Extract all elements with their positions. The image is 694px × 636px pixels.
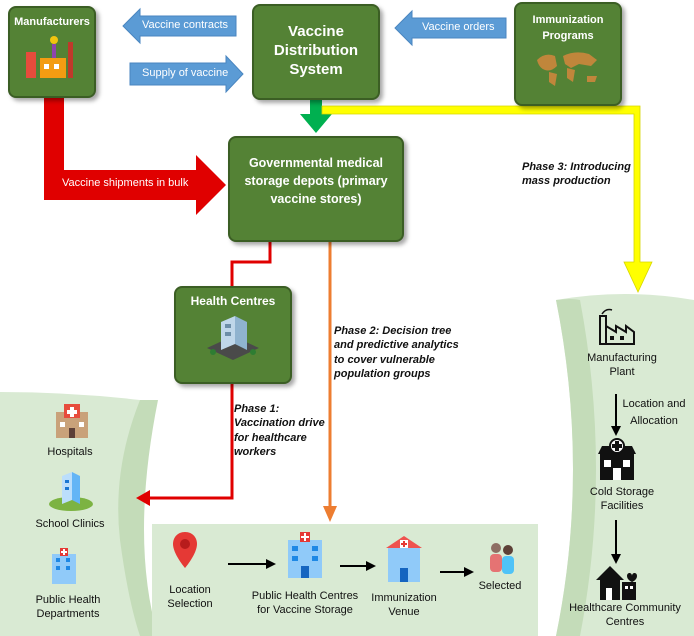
immunization-line-1: Immunization <box>532 14 604 26</box>
public-health-line-2: Departments <box>36 607 100 620</box>
cold-storage-icon <box>598 438 636 480</box>
health-centre-building-icon <box>288 532 322 578</box>
depots-line-2: storage depots (primary <box>244 174 388 188</box>
community-centre-icon <box>596 566 637 600</box>
phase2-arrowhead <box>323 506 337 522</box>
manufacturing-plant-label: Manufacturing Plant <box>566 352 678 380</box>
storage-depots-box: Governmental medical storage depots (pri… <box>228 136 404 242</box>
phc-line-2: for Vaccine Storage <box>257 603 353 616</box>
phase1-line-1: Phase 1: <box>234 403 280 415</box>
phase1-arrowhead <box>136 490 150 506</box>
immunization-line-2: Programs <box>542 30 594 42</box>
location-pin-icon <box>173 532 197 568</box>
left-panel-curl <box>118 400 158 636</box>
school-clinics-label: School Clinics <box>35 518 105 530</box>
vds-line-1: Vaccine <box>288 23 344 40</box>
immunization-venue-icon <box>386 536 422 582</box>
phase1-label: Phase 1: Vaccination drive for healthcar… <box>234 402 325 459</box>
phase2-line-2: and predictive analytics <box>334 339 459 352</box>
health-centres-box: Health Centres <box>174 286 292 384</box>
right-panel-curl <box>556 299 596 636</box>
immunization-venue-label: Immunization Venue <box>366 592 442 620</box>
depots-to-health-centres-line <box>230 240 272 286</box>
cold-storage-label: Cold Storage Facilities <box>566 486 678 514</box>
left-panel <box>0 392 140 636</box>
supply-of-vaccine-label: Supply of vaccine <box>142 67 229 79</box>
public-health-building-icon <box>52 548 76 584</box>
vds-line-2: Distribution <box>273 42 359 59</box>
supply-of-vaccine-arrow <box>129 54 244 94</box>
flow-arrow-2-head <box>366 561 376 571</box>
community-centres-label: Healthcare Community Centres <box>560 602 690 630</box>
phase1-line <box>148 382 234 500</box>
building-icon <box>207 316 259 360</box>
depots-line-1: Governmental medical <box>248 156 384 170</box>
community-line-2: Centres <box>605 615 645 628</box>
public-health-centres-label: Public Health Centres for Vaccine Storag… <box>246 590 364 618</box>
vds-to-depots-arrow <box>300 98 332 133</box>
vaccine-distribution-system-box: Vaccine Distribution System <box>252 4 380 100</box>
plant-line-2: Plant <box>609 365 635 378</box>
people-icon <box>490 543 514 574</box>
clinic-icon <box>49 472 93 511</box>
phase1-line-2: Vaccination drive <box>234 417 325 430</box>
venue-line-1: Immunization <box>371 592 437 604</box>
phase2-label: Phase 2: Decision tree and predictive an… <box>334 324 459 381</box>
shipments-label: Vaccine shipments in bulk <box>62 177 189 189</box>
shipments-arrow <box>44 96 226 215</box>
venue-line-2: Venue <box>388 605 420 618</box>
vaccine-orders-arrow <box>394 9 507 47</box>
loc-alloc-line-2: Allocation <box>630 414 678 427</box>
health-centres-title: Health Centres <box>190 294 276 308</box>
phase3-line-1: Phase 3: Introducing <box>522 161 631 173</box>
phase3-arrow <box>321 105 653 293</box>
manufacturing-plant-icon <box>599 308 635 345</box>
location-selection-label: Location Selection <box>158 584 222 612</box>
world-map-icon <box>537 52 597 86</box>
flow-arrow-1-head <box>266 559 276 569</box>
public-health-line-1: Public Health <box>35 594 101 606</box>
location-line-1: Location <box>169 584 211 596</box>
public-health-label: Public Health Departments <box>18 594 118 622</box>
plant-line-1: Manufacturing <box>587 352 657 364</box>
phase3-label: Phase 3: Introducing mass production <box>522 160 631 189</box>
manufacturers-box: Manufacturers <box>8 6 96 98</box>
cold-line-2: Facilities <box>600 499 644 512</box>
phase3-line-2: mass production <box>522 175 611 188</box>
phase2-line-3: to cover vulnerable <box>334 353 435 366</box>
phase1-line-4: workers <box>234 445 277 458</box>
selected-label: Selected <box>478 580 522 592</box>
cold-line-1: Cold Storage <box>589 486 655 498</box>
manufacturers-title: Manufacturers <box>14 16 90 28</box>
location-allocation-label: Location and Allocation <box>618 396 690 429</box>
hospital-icon <box>56 404 88 438</box>
depots-line-3: vaccine stores) <box>270 192 362 206</box>
bottom-panel <box>152 524 538 636</box>
flow-arrow-3-head <box>464 567 474 577</box>
right-arrow-1-head <box>611 426 621 436</box>
immunization-programs-box: Immunization Programs <box>514 2 622 106</box>
vaccine-contracts-label: Vaccine contracts <box>142 19 229 31</box>
phase1-line-3: for healthcare <box>234 431 307 444</box>
vaccine-contracts-arrow <box>122 7 237 45</box>
hospitals-label: Hospitals <box>47 446 93 458</box>
phase2-line-4: population groups <box>334 367 431 380</box>
location-line-2: Selection <box>167 597 213 610</box>
factory-icon <box>26 36 73 78</box>
community-line-1: Healthcare Community <box>569 602 681 614</box>
loc-alloc-line-1: Location and <box>622 398 686 410</box>
vds-line-3: System <box>289 61 343 78</box>
right-arrow-2-head <box>611 554 621 564</box>
vaccine-orders-label: Vaccine orders <box>422 21 495 33</box>
phc-line-1: Public Health Centres <box>251 590 359 602</box>
phase2-line-1: Phase 2: Decision tree <box>334 325 452 337</box>
